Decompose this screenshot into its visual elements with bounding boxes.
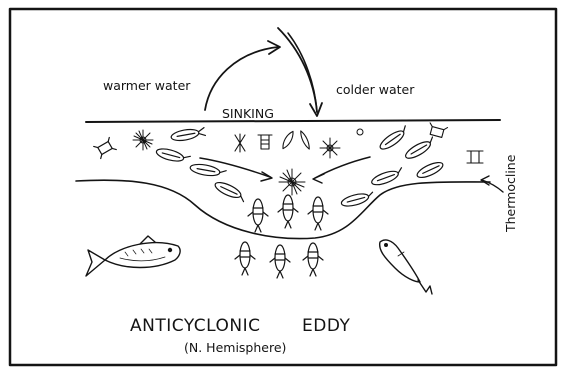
diagram-subtitle: (N. Hemisphere): [184, 340, 286, 355]
warmer-water-label: warmer water: [103, 78, 190, 93]
diagram-title-eddy: EDDY: [302, 316, 350, 336]
diagram-title-anticyclonic: ANTICYCLONIC: [130, 316, 261, 336]
radiolarian-icon: [279, 169, 305, 195]
diagram-frame: [10, 9, 556, 365]
radiolarian-icon: [320, 138, 340, 158]
sinking-label: SINKING: [222, 106, 274, 121]
colder-water-label: colder water: [336, 82, 414, 97]
radiolarian-icon: [133, 130, 153, 150]
thermocline-label: Thermocline: [503, 155, 518, 232]
